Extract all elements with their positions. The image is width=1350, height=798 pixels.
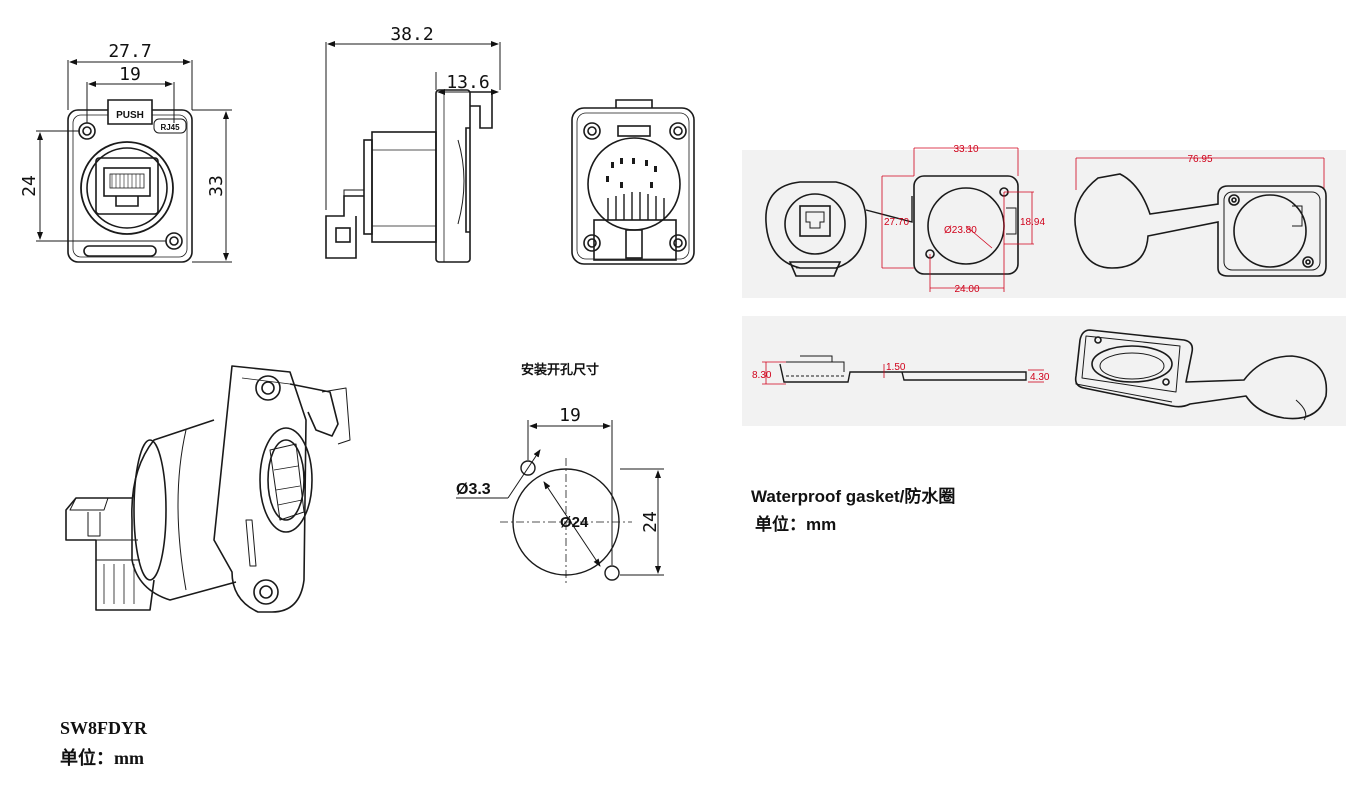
gasket-dim-d: Ø23.80 — [944, 225, 977, 236]
gasket-dim-g: 8.30 — [752, 370, 772, 381]
rj45-label: RJ45 — [160, 123, 180, 132]
dim-width-inner: 19 — [119, 64, 141, 85]
panel-cutout — [456, 420, 664, 586]
gasket-dim-e: 24.00 — [954, 284, 979, 295]
dim-height-right: 33 — [206, 175, 227, 197]
gasket-dim-f: 76.95 — [1187, 154, 1212, 165]
product-3d-view — [65, 365, 351, 613]
gasket-dim-b: 27.70 — [884, 217, 909, 228]
rear-view — [571, 99, 695, 265]
gasket-unit: 单位：mm — [755, 515, 837, 534]
gasket-side-view — [779, 355, 1027, 383]
side-view — [325, 41, 501, 263]
gasket-dim-a: 33.10 — [953, 144, 978, 155]
gasket-panel-top — [742, 150, 1346, 298]
dim-depth-total: 38.2 — [390, 24, 433, 45]
dim-height-left: 24 — [19, 175, 40, 197]
gasket-dim-h: 1.50 — [886, 362, 906, 373]
dim-depth-front: 13.6 — [446, 72, 489, 93]
gasket-full-view — [1074, 173, 1327, 277]
cutout-dim-hole: Ø3.3 — [456, 481, 491, 498]
cutout-title: 安装开孔尺寸 — [521, 362, 599, 378]
gasket-dim-i: 4.30 — [1030, 372, 1050, 383]
dim-width-outer: 27.7 — [108, 41, 151, 62]
gasket-red-dims — [881, 147, 1325, 292]
gasket-caption: Waterproof gasket/防水圈 — [751, 487, 956, 506]
gasket-dim-c: 18.94 — [1020, 217, 1045, 228]
gasket-3d-view — [1074, 329, 1328, 421]
cutout-dim-diameter: Ø24 — [560, 514, 589, 531]
gasket-cap-front — [765, 181, 913, 277]
product-unit: 单位：mm — [60, 748, 144, 768]
push-label: PUSH — [116, 110, 144, 121]
front-view — [36, 59, 232, 263]
cutout-dim-spacing: 19 — [559, 405, 581, 426]
gasket-side-red-dims — [762, 361, 1044, 385]
gasket-panel-bottom — [742, 316, 1346, 426]
model-number: SW8FDYR — [60, 718, 148, 738]
cutout-dim-height: 24 — [640, 511, 661, 533]
